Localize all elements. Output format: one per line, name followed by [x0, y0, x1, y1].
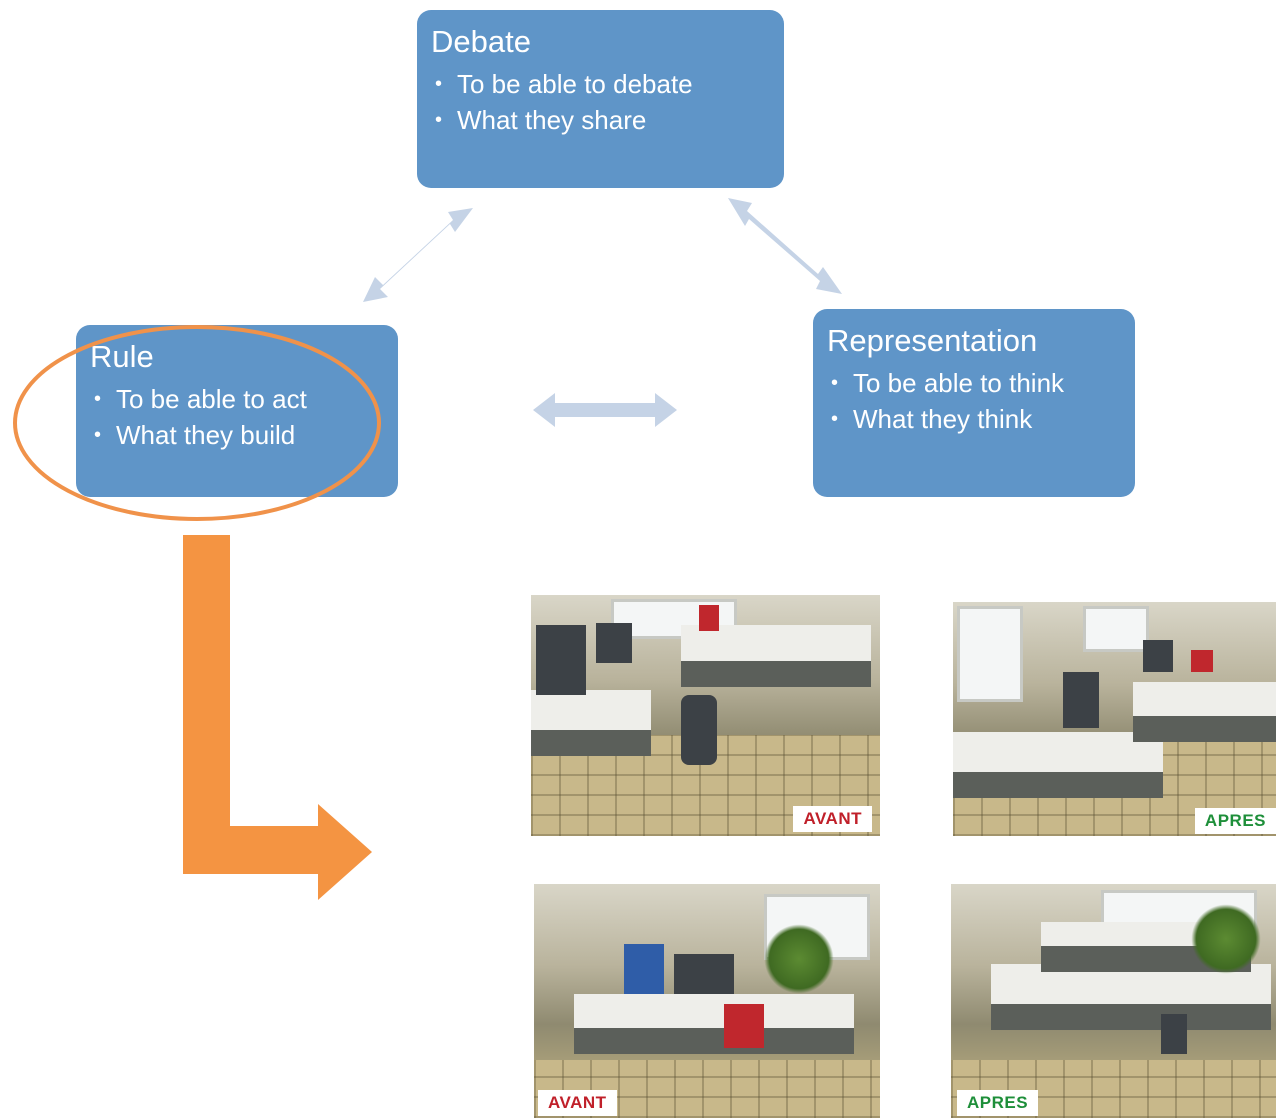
debate-bullet: To be able to debate: [431, 66, 770, 102]
computer-tower: [536, 625, 586, 695]
lab-bench: [681, 625, 871, 687]
lab-device: [724, 1004, 764, 1048]
debate-rule-connector: [363, 208, 473, 302]
lab-chair: [681, 695, 717, 765]
lab-bench: [574, 994, 854, 1054]
lab-plant: [1191, 904, 1261, 974]
lab-photo-after-1: APRES: [953, 602, 1276, 836]
computer-monitor: [1143, 640, 1173, 672]
representation-bullet: What they think: [827, 401, 1121, 437]
lab-window: [1083, 606, 1149, 652]
computer-tower: [1063, 672, 1099, 728]
lab-bench: [531, 690, 651, 756]
rule-highlight-ellipse: [13, 325, 381, 521]
lab-device: [1191, 650, 1213, 672]
debate-bullet: What they share: [431, 102, 770, 138]
lab-device: [1161, 1014, 1187, 1054]
lab-bench: [1133, 682, 1276, 742]
lab-device: [674, 954, 734, 994]
representation-bullet: To be able to think: [827, 365, 1121, 401]
avant-label: AVANT: [793, 806, 872, 832]
debate-title: Debate: [431, 24, 531, 59]
apres-label: APRES: [957, 1090, 1039, 1116]
avant-label: AVANT: [538, 1090, 617, 1116]
rule-representation-connector: [533, 393, 677, 427]
lab-photo-before-1: AVANT: [531, 595, 880, 836]
lab-photo-after-2: APRES: [951, 884, 1276, 1118]
computer-monitor: [596, 623, 632, 663]
lab-photo-before-2: AVANT: [534, 884, 880, 1118]
representation-bullets: To be able to think What they think: [827, 365, 1121, 437]
rule-node: Rule To be able to act What they build: [76, 325, 398, 497]
debate-bullets: To be able to debate What they share: [431, 66, 770, 138]
rule-bullet: To be able to act: [90, 381, 384, 417]
apres-label: APRES: [1194, 808, 1276, 834]
lab-bench: [991, 964, 1271, 1030]
representation-title: Representation: [827, 323, 1038, 358]
debate-representation-connector: [728, 198, 842, 294]
orange-pointer-arrow: [183, 535, 372, 900]
lab-window: [957, 606, 1023, 702]
debate-node: Debate To be able to debate What they sh…: [417, 10, 784, 188]
lab-device: [624, 944, 664, 994]
lab-plant: [764, 924, 834, 994]
rule-title: Rule: [90, 339, 154, 374]
lab-device: [699, 605, 719, 631]
representation-node: Representation To be able to think What …: [813, 309, 1135, 497]
lab-bench: [953, 732, 1163, 798]
rule-bullets: To be able to act What they build: [90, 381, 384, 453]
rule-bullet: What they build: [90, 417, 384, 453]
